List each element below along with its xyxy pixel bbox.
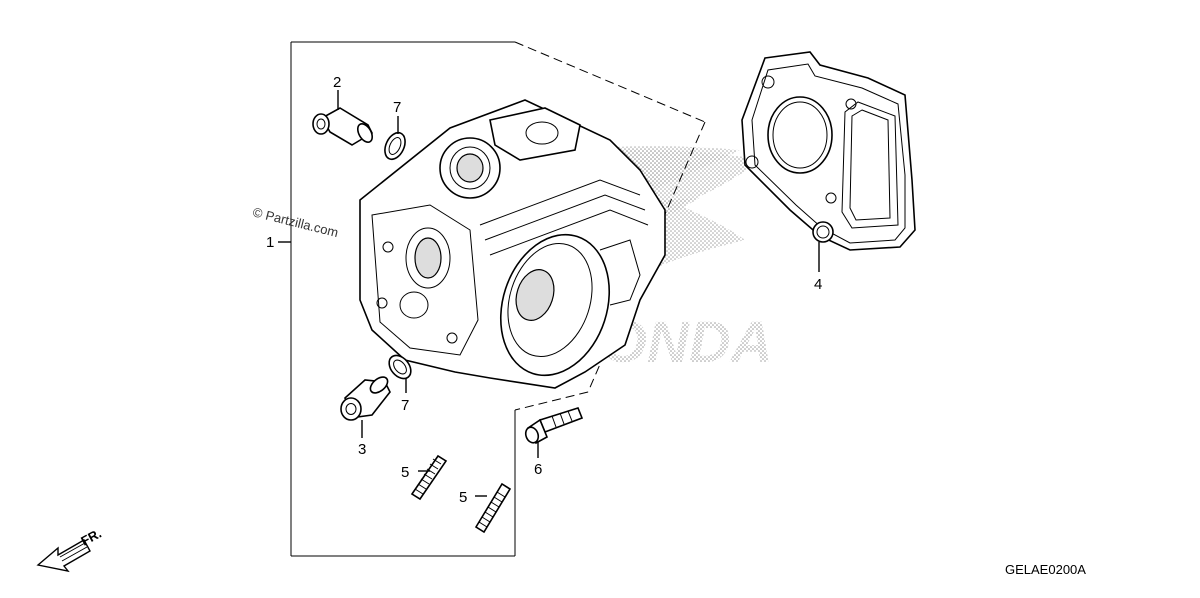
callout-6[interactable]: 6: [534, 461, 542, 478]
callout-3[interactable]: 3: [358, 441, 366, 458]
callout-7-lower[interactable]: 7: [401, 397, 409, 414]
part-7-o-ring-lower[interactable]: [385, 351, 416, 382]
part-6-flange-bolt[interactable]: [524, 407, 584, 445]
part-5-stud-bolt-left[interactable]: [410, 454, 448, 501]
part-2-valve-cap[interactable]: [312, 107, 375, 146]
callout-2[interactable]: 2: [333, 74, 341, 91]
cylinder-head[interactable]: [359, 99, 666, 390]
leader-lines: [278, 90, 820, 497]
watermark-text: © Partzilla.com: [251, 204, 340, 240]
callout-5-right[interactable]: 5: [459, 489, 467, 506]
part-7-o-ring-upper[interactable]: [381, 130, 409, 163]
front-direction-arrow-icon: [36, 539, 91, 573]
part-4-head-gasket[interactable]: [741, 51, 916, 251]
part-3-valve-cap[interactable]: [340, 374, 391, 421]
callout-7-upper[interactable]: 7: [393, 99, 401, 116]
callout-1[interactable]: 1: [266, 234, 274, 251]
callout-5-left[interactable]: 5: [401, 464, 409, 481]
callout-4[interactable]: 4: [814, 276, 822, 293]
diagram-code: GELAE0200A: [1005, 562, 1086, 577]
part-5-stud-bolt-right[interactable]: [474, 482, 512, 534]
